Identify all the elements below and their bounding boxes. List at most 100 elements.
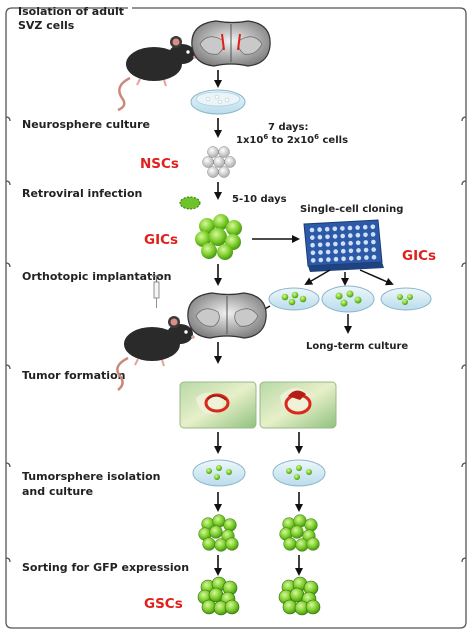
well — [332, 234, 338, 239]
arrow-clone-right — [359, 269, 394, 286]
cell — [202, 537, 216, 551]
well — [355, 232, 361, 238]
section-brackets — [5, 116, 11, 563]
cell — [295, 538, 309, 552]
step-orthotopic-label: Orthotopic implantation — [22, 270, 171, 283]
frame — [5, 7, 467, 629]
step-tumorsphere-label: Tumorsphere isolation — [22, 470, 160, 483]
well — [317, 234, 323, 240]
gsc-sphere-right — [278, 576, 321, 616]
arrow-clone-left — [304, 269, 331, 286]
cell — [305, 599, 321, 615]
retrovirus-icon — [179, 196, 201, 210]
well — [355, 225, 360, 230]
gsc-sphere-left — [197, 576, 240, 616]
neurosphere-icon — [202, 146, 236, 178]
syringe-icon — [152, 275, 161, 308]
cell — [209, 525, 223, 539]
well — [348, 248, 354, 254]
well — [325, 234, 330, 240]
well — [318, 257, 324, 263]
cell — [306, 537, 320, 551]
well — [371, 247, 377, 252]
well — [310, 250, 316, 256]
well — [333, 249, 339, 254]
well — [325, 249, 331, 255]
cell — [293, 514, 307, 528]
nsc-label: NSCs — [140, 156, 179, 172]
tumor-image-right — [259, 381, 337, 429]
gsc-label: GSCs — [144, 596, 183, 612]
well — [310, 235, 315, 240]
well — [363, 232, 368, 238]
cell — [214, 538, 228, 552]
well — [317, 227, 322, 232]
well — [364, 255, 369, 260]
well — [356, 248, 361, 253]
well — [333, 241, 338, 247]
well — [317, 242, 323, 248]
well — [326, 257, 331, 262]
well — [333, 256, 339, 262]
tumor-image-left — [179, 381, 257, 429]
mouse-implant-icon — [116, 316, 195, 391]
step-retroviral-label: Retroviral infection — [22, 187, 142, 200]
sphere-before-sort-right — [279, 514, 320, 552]
cell — [304, 518, 318, 532]
well — [371, 239, 376, 245]
mouse-icon — [117, 36, 197, 112]
well — [309, 227, 315, 233]
tumorsphere-dish-right — [272, 459, 326, 487]
well — [340, 233, 346, 239]
well — [362, 224, 368, 230]
well — [363, 240, 369, 245]
tumorsphere-dish-left — [192, 459, 246, 487]
step-isolation-label-line2: SVZ cells — [18, 19, 75, 32]
gic-label-right: GICs — [402, 248, 436, 264]
well — [356, 255, 362, 261]
cell — [223, 518, 237, 532]
well — [340, 241, 346, 246]
infection-days-note: 5-10 days — [232, 194, 287, 205]
well — [363, 247, 369, 253]
gic-sphere-icon — [195, 214, 242, 260]
step-tumorsphere-label-line2: and culture — [22, 485, 93, 498]
well — [348, 233, 353, 238]
well — [371, 254, 377, 260]
well — [355, 240, 361, 246]
well — [310, 258, 316, 263]
clone-dish-right — [380, 287, 432, 311]
step-sorting-label: Sorting for GFP expression — [22, 561, 189, 574]
culture-cells-note: 1x106 to 2x106 cells — [236, 133, 348, 146]
cell — [212, 514, 226, 528]
multiwell-plate-icon — [303, 219, 384, 272]
well — [370, 224, 376, 230]
culture-dish-icon — [190, 89, 246, 115]
long-term-culture-note: Long-term culture — [306, 341, 408, 352]
step-tumor-label: Tumor formation — [22, 369, 125, 382]
right-brackets — [461, 116, 467, 563]
well — [347, 225, 353, 231]
step-neurosphere-label: Neurosphere culture — [22, 118, 150, 131]
clone-dish-middle — [321, 285, 375, 313]
brain-section-icon — [191, 20, 271, 67]
cell — [224, 599, 240, 615]
well — [310, 242, 315, 248]
well — [341, 256, 346, 262]
brain-section-implant-icon — [187, 292, 267, 339]
well — [341, 248, 346, 254]
well — [348, 256, 354, 261]
well — [332, 226, 338, 232]
well — [340, 226, 345, 231]
cell — [225, 537, 239, 551]
single-cell-cloning-note: Single-cell cloning — [300, 204, 403, 215]
well — [318, 250, 323, 255]
well — [348, 240, 353, 246]
well — [370, 232, 376, 237]
step-isolation-label: Isolation of adult — [18, 5, 124, 18]
cell — [283, 537, 297, 551]
clone-dish-left — [268, 287, 320, 311]
well — [325, 242, 331, 247]
well — [324, 226, 330, 232]
